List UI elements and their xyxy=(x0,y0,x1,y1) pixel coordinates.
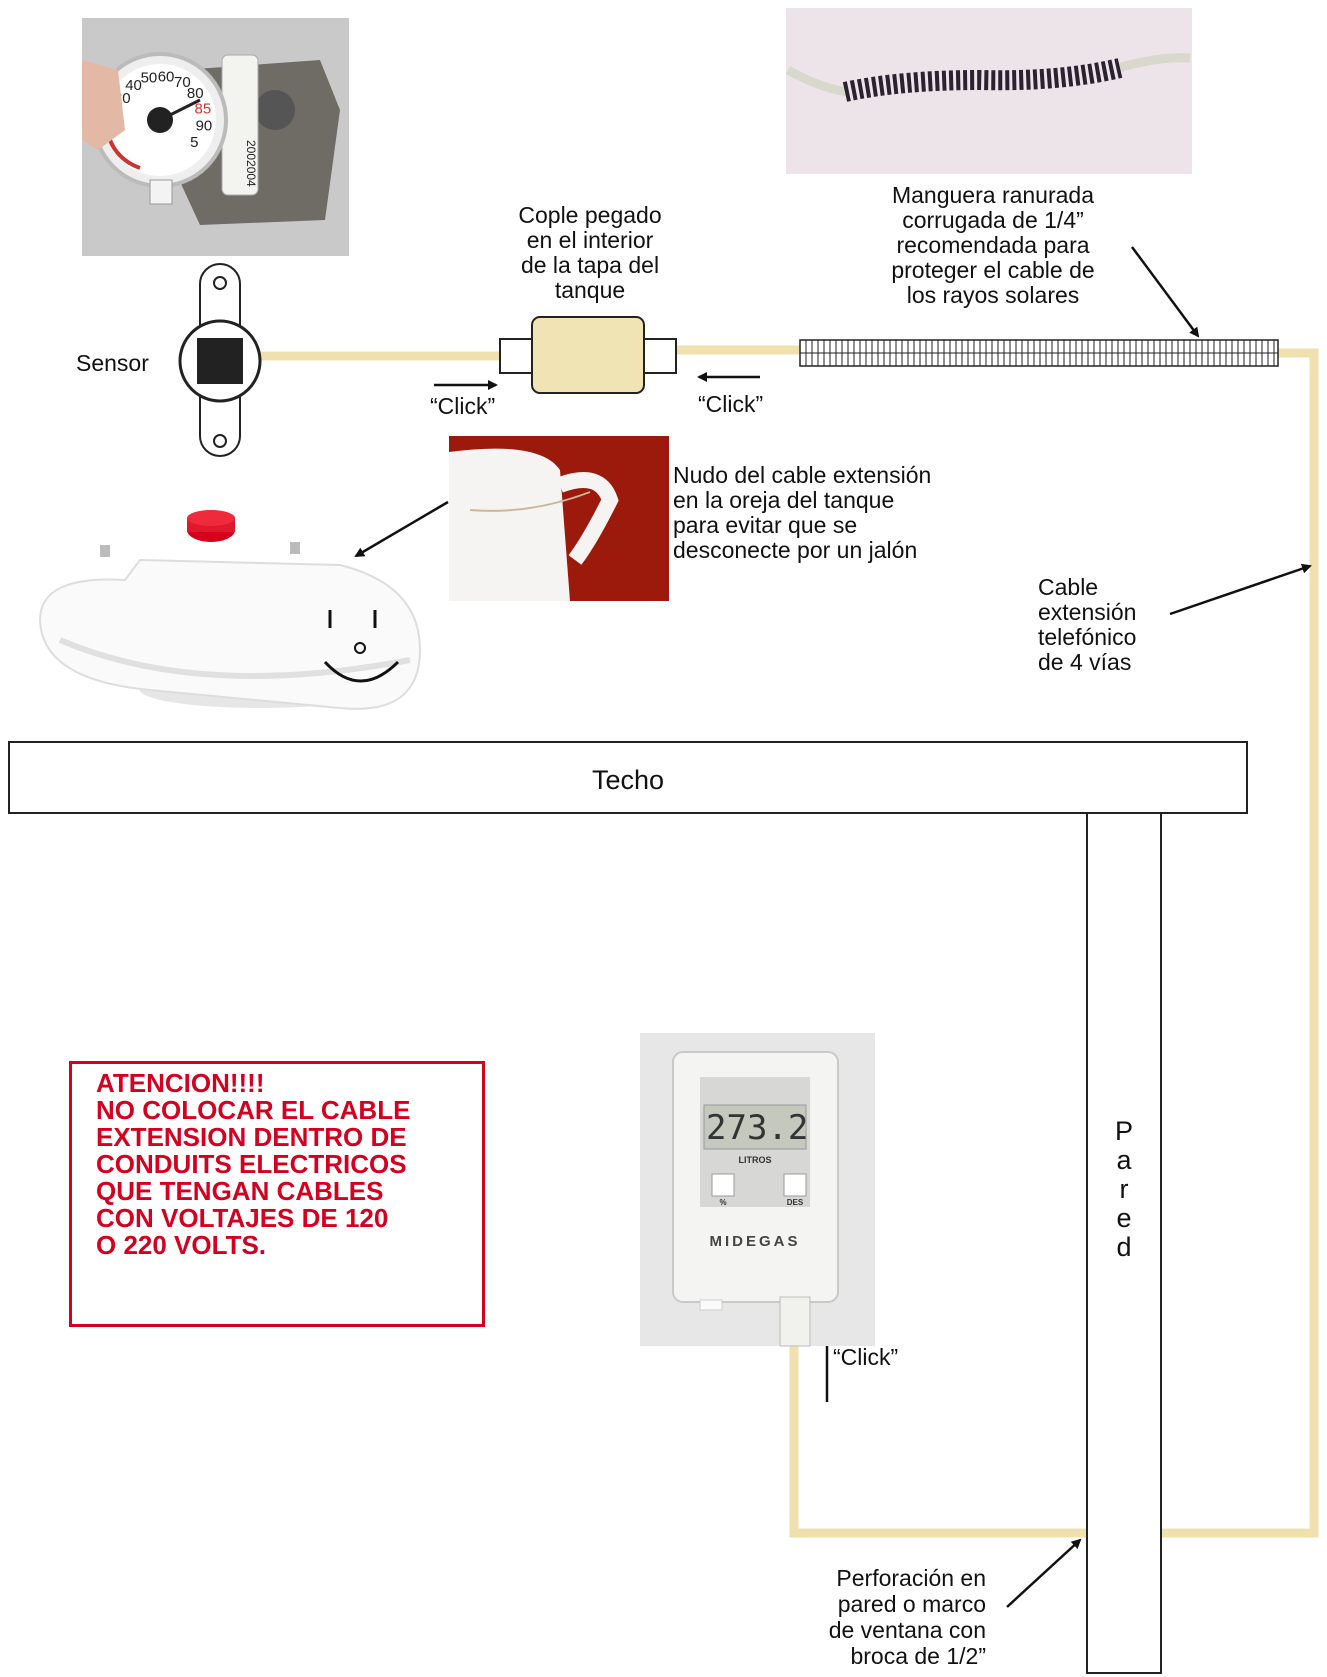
warning-line: NO COLOCAR EL CABLE xyxy=(96,1097,482,1124)
wall-letter: d xyxy=(1088,1233,1160,1262)
hose-label: Manguera ranurada corrugada de 1/4” reco… xyxy=(858,183,1128,308)
wall-bar: P a r e d xyxy=(1086,812,1162,1674)
dial-number: 90 xyxy=(196,118,213,135)
hose-label-line: corrugada de 1/4” xyxy=(858,208,1128,233)
coupler-symbol xyxy=(500,317,676,393)
knot-label: Nudo del cable extensión en la oreja del… xyxy=(673,463,931,563)
knot-label-line: desconecte por un jalón xyxy=(673,538,931,563)
wall-letter: P xyxy=(1088,1117,1160,1146)
drill-label: Perforación en pared o marco de ventana … xyxy=(790,1565,986,1669)
wall-letter: a xyxy=(1088,1146,1160,1175)
cable-arrow xyxy=(1170,566,1310,614)
tank-image xyxy=(40,510,420,709)
hose-label-line: recomendada para xyxy=(858,233,1128,258)
dial-number: 40 xyxy=(125,77,142,94)
click-label-right: “Click” xyxy=(698,392,763,417)
warning-box: ATENCION!!!! NO COLOCAR EL CABLE EXTENSI… xyxy=(69,1061,485,1327)
hose-label-line: proteger el cable de xyxy=(858,258,1128,283)
cable-label-line: telefónico xyxy=(1038,625,1136,650)
drill-label-line: Perforación en xyxy=(790,1565,986,1591)
knot-label-line: Nudo del cable extensión xyxy=(673,463,931,488)
display-photo xyxy=(640,1033,875,1346)
cable-label-line: extensión xyxy=(1038,600,1136,625)
corrugated-hose-symbol xyxy=(800,340,1278,366)
knot-label-line: en la oreja del tanque xyxy=(673,488,931,513)
display-button-right-label: DES xyxy=(780,1198,810,1207)
sensor-label: Sensor xyxy=(76,351,149,376)
cable-label-line: de 4 vías xyxy=(1038,650,1136,675)
knot-photo xyxy=(449,436,669,601)
coupler-label-line: tanque xyxy=(505,278,675,303)
coupler-label: Cople pegado en el interior de la tapa d… xyxy=(505,203,675,303)
warning-line: ATENCION!!!! xyxy=(96,1070,482,1097)
warning-line: O 220 VOLTS. xyxy=(96,1232,482,1259)
warning-line: CON VOLTAJES DE 120 xyxy=(96,1205,482,1232)
hose-label-line: los rayos solares xyxy=(858,283,1128,308)
dial-number: 50 xyxy=(141,70,158,87)
dial-number: 60 xyxy=(158,68,175,85)
click-label-left: “Click” xyxy=(430,394,495,419)
coupler-label-line: Cople pegado xyxy=(505,203,675,228)
drill-label-line: pared o marco xyxy=(790,1591,986,1617)
coupler-label-line: de la tapa del xyxy=(505,253,675,278)
coupler-label-line: en el interior xyxy=(505,228,675,253)
display-button-left-label: % xyxy=(712,1198,734,1207)
display-unit: LITROS xyxy=(700,1155,810,1165)
dial-number: 5 xyxy=(190,134,198,151)
gauge-serial: 2002004 xyxy=(244,140,258,187)
cable-label: Cable extensión telefónico de 4 vías xyxy=(1038,575,1136,675)
hose-photo xyxy=(786,8,1192,174)
roof-bar: Techo xyxy=(8,741,1248,814)
drill-arrow xyxy=(1007,1540,1080,1607)
knot-label-line: para evitar que se xyxy=(673,513,931,538)
roof-label: Techo xyxy=(10,765,1246,796)
display-brand: MIDEGAS xyxy=(700,1233,810,1250)
knot-arrow xyxy=(356,502,448,556)
wall-letter: r xyxy=(1088,1175,1160,1204)
sensor-symbol xyxy=(180,264,260,456)
warning-line: EXTENSION DENTRO DE xyxy=(96,1124,482,1151)
drill-label-line: de ventana con xyxy=(790,1617,986,1643)
hose-arrow xyxy=(1132,247,1198,336)
hose-label-line: Manguera ranurada xyxy=(858,183,1128,208)
wall-letter: e xyxy=(1088,1204,1160,1233)
wall-label: P a r e d xyxy=(1088,1117,1160,1262)
warning-line: CONDUITS ELECTRICOS xyxy=(96,1151,482,1178)
display-reading: 273.2 xyxy=(706,1108,804,1148)
click-label-bottom: “Click” xyxy=(833,1345,898,1370)
drill-label-line: broca de 1/2” xyxy=(790,1643,986,1669)
cable-label-line: Cable xyxy=(1038,575,1136,600)
warning-line: QUE TENGAN CABLES xyxy=(96,1178,482,1205)
